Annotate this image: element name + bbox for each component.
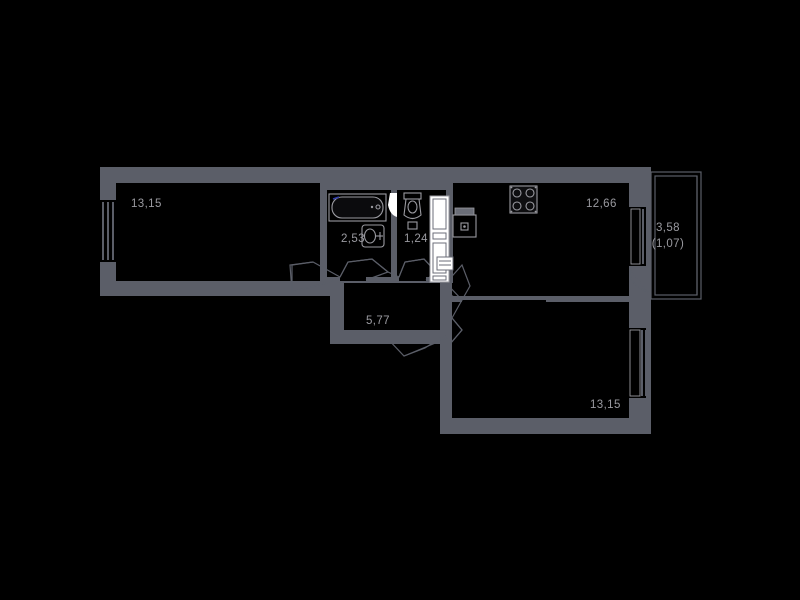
area-label-balcony-secondary: (1,07) [652,238,684,250]
bathtub-icon [328,193,387,222]
balcony-outline [650,171,702,300]
kitchen-sink-icon [452,207,477,238]
toilet-icon [403,192,422,230]
area-label-kitchen: 12,66 [586,198,617,210]
door-kitchen [445,263,471,301]
door-bedroom-bottom [385,332,451,357]
area-label-bedroom-bottom: 13,15 [590,399,621,411]
stove-icon [509,185,538,214]
area-label-hall: 5,77 [366,315,390,327]
door-balcony-swing-2 [449,317,463,345]
window-bottom-right [629,328,647,398]
radiator-icon [436,256,454,271]
area-label-balcony: 3,58 [656,222,680,234]
door-leaf-white [388,193,397,217]
balcony-door [629,207,649,293]
area-label-wc: 1,24 [404,233,428,245]
window-left [100,200,116,262]
sink-icon [361,224,385,248]
area-label-bedroom-left: 13,15 [131,198,162,210]
area-label-bathroom: 2,53 [341,233,365,245]
